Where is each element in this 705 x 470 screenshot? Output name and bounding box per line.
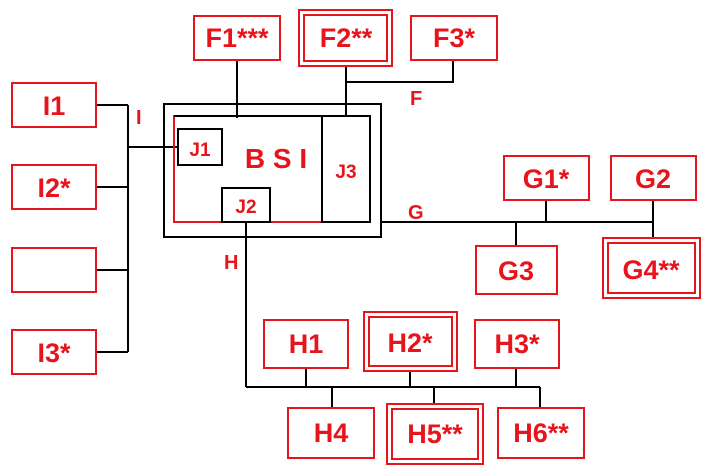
j2-label: J2 (235, 197, 256, 218)
connectors (96, 60, 654, 408)
node-h3: H3* (474, 319, 560, 369)
bsi-block: B S I J1 J2 J3 (163, 103, 382, 238)
i3-label: I3* (37, 338, 71, 368)
h4-box (287, 407, 375, 459)
i1-label: I1 (43, 91, 66, 121)
node-i-blank (11, 247, 97, 293)
node-i1: I1 (11, 82, 97, 128)
f1-label: F1*** (205, 23, 269, 53)
g3-box (475, 245, 558, 295)
node-f3: F3* (410, 15, 498, 61)
f3-label: F3* (433, 23, 476, 53)
f2-label: F2** (320, 23, 373, 53)
branch-label-h: H (224, 252, 238, 274)
connector-f3 (346, 60, 454, 83)
g1-label: G1* (523, 164, 570, 194)
h5-label: H5** (407, 419, 463, 449)
g3-label: G3 (498, 256, 534, 286)
h2-inner-box (368, 316, 453, 367)
bsi-outer-frame (163, 103, 382, 238)
h1-label: H1 (289, 329, 324, 359)
g1-box (503, 155, 590, 201)
i1-box (11, 82, 97, 128)
g2-label: G2 (635, 164, 671, 194)
branch-label-f: F (410, 88, 422, 110)
f2-inner-box (303, 14, 388, 62)
bsi-label: B S I (245, 143, 307, 174)
node-g1: G1* (503, 155, 590, 201)
node-h4: H4 (287, 407, 375, 459)
h3-box (474, 319, 560, 369)
i3-box (11, 329, 97, 375)
node-f2: F2** (298, 9, 393, 67)
i2-box (11, 164, 97, 210)
branch-label-i: I (136, 107, 142, 129)
node-i2: I2* (11, 164, 97, 210)
i-blank-box (11, 247, 97, 293)
i2-label: I2* (37, 173, 71, 203)
h2-label: H2* (387, 328, 433, 358)
f1-box (193, 15, 281, 61)
h6-box (497, 407, 585, 459)
h3-label: H3* (494, 329, 540, 359)
j2-box (221, 187, 271, 223)
node-g2: G2 (610, 155, 697, 201)
g2-box (610, 155, 697, 201)
g4-inner-box (607, 242, 696, 294)
node-h1: H1 (263, 319, 349, 369)
node-f1: F1*** (193, 15, 281, 61)
h4-label: H4 (314, 418, 349, 448)
node-h2: H2* (363, 311, 458, 372)
node-g4: G4** (602, 237, 701, 299)
j3-box (321, 115, 371, 223)
j3-label: J3 (335, 162, 356, 183)
node-h5: H5** (386, 403, 484, 465)
f3-box (410, 15, 498, 61)
j1-box (177, 128, 223, 166)
node-i3: I3* (11, 329, 97, 375)
branch-label-g: G (408, 202, 424, 224)
h1-box (263, 319, 349, 369)
h5-inner-box (391, 408, 479, 460)
h6-label: H6** (513, 418, 569, 448)
node-h6: H6** (497, 407, 585, 459)
j1-label: J1 (189, 140, 211, 161)
g4-label: G4** (622, 255, 680, 285)
node-g3: G3 (475, 245, 558, 295)
